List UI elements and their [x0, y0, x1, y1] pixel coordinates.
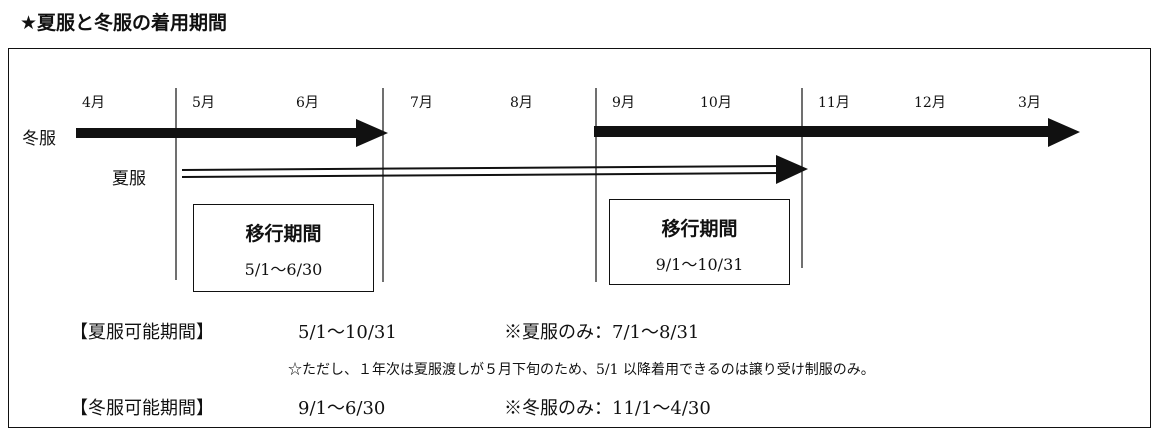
month-label-dec: 12月 — [914, 95, 946, 111]
page-title: ★夏服と冬服の着用期間 — [20, 12, 228, 34]
transition-dates: 9/1～10/31 — [655, 255, 744, 274]
transition-box-spring: 移行期間 5/1～6/30 — [193, 204, 374, 292]
month-label-jun: 6月 — [296, 95, 319, 111]
month-label-aug: 8月 — [510, 95, 533, 111]
winter-period-dates: 9/1～6/30 — [298, 398, 386, 419]
month-label-oct: 10月 — [700, 95, 732, 111]
month-label-sep: 9月 — [612, 95, 635, 111]
summer-arrow — [181, 155, 808, 184]
winter-arrow-1 — [76, 119, 388, 147]
summer-period-label: 【夏服可能期間】 — [70, 322, 214, 343]
month-label-may: 5月 — [192, 95, 215, 111]
winter-arrow-2 — [594, 118, 1080, 147]
transition-title: 移行期間 — [661, 218, 738, 240]
diagram-frame — [8, 48, 1151, 428]
winter-period-label: 【冬服可能期間】 — [70, 398, 214, 419]
transition-box-autumn: 移行期間 9/1～10/31 — [609, 199, 790, 285]
month-label-mar: 3月 — [1018, 95, 1041, 111]
summer-only-period: ※夏服のみ：7/1～8/31 — [504, 322, 700, 343]
winter-only-period: ※冬服のみ：11/1～4/30 — [504, 398, 711, 419]
winter-row-label: 冬服 — [22, 129, 56, 149]
month-label-jul: 7月 — [410, 95, 433, 111]
month-label-apr: 4月 — [82, 95, 105, 111]
transition-dates: 5/1～6/30 — [244, 260, 323, 279]
summer-period-dates: 5/1～10/31 — [298, 322, 397, 343]
transition-title: 移行期間 — [245, 223, 322, 245]
summer-row-label: 夏服 — [112, 169, 146, 189]
first-year-note: ☆ただし、１年次は夏服渡しが５月下旬のため、5/1 以降着用できるのは譲り受け制… — [288, 362, 875, 378]
month-label-nov: 11月 — [818, 95, 850, 111]
